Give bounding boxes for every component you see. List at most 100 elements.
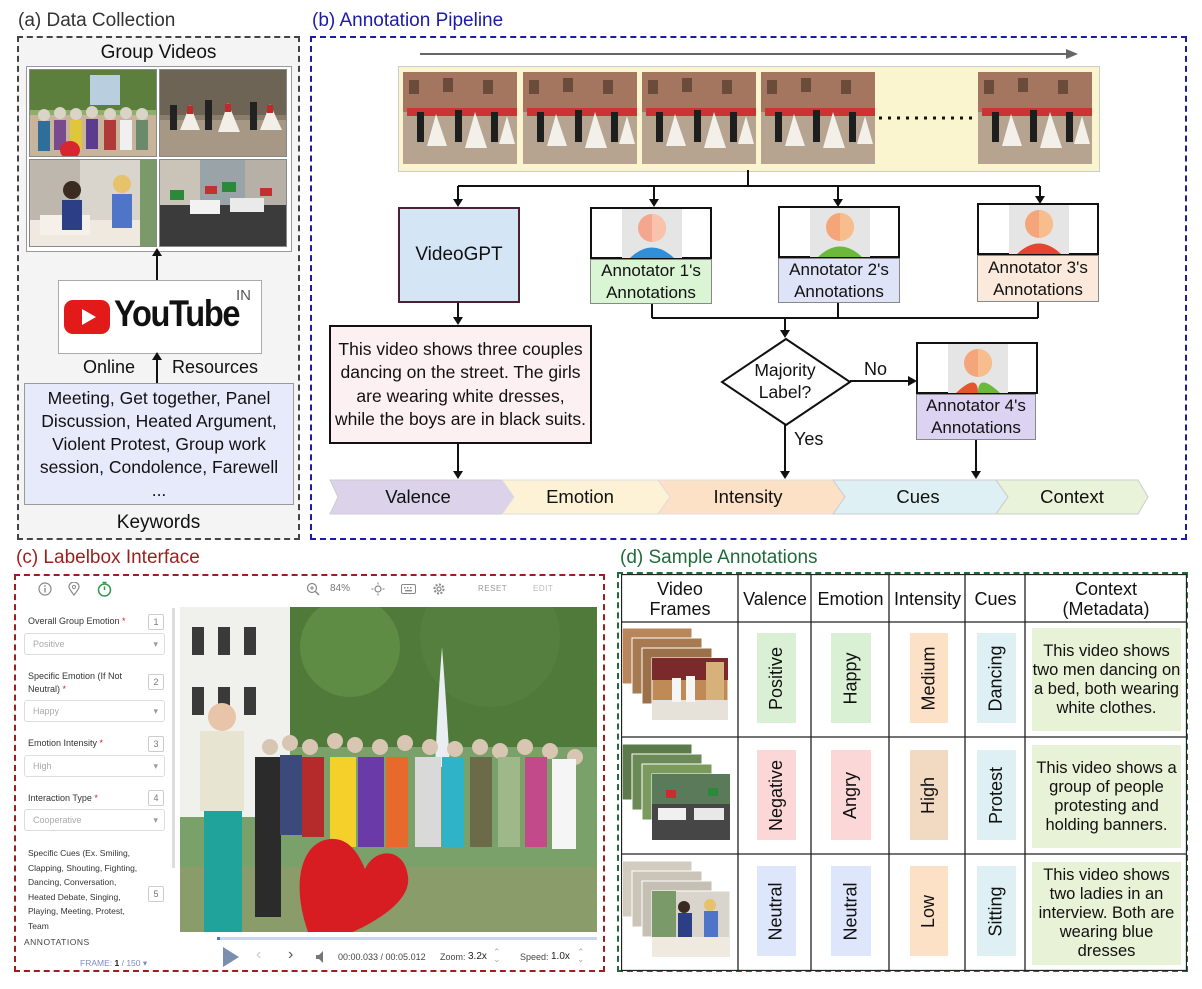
specific-emotion-select[interactable]: Happy ▾ — [24, 700, 165, 722]
panel-labelbox — [14, 574, 605, 972]
settings-gear-icon[interactable] — [432, 582, 446, 596]
select-value: Cooperative — [33, 815, 82, 825]
zoom-percent: 84% — [330, 583, 351, 594]
section-title-b: (b) Annotation Pipeline — [312, 10, 504, 31]
info-icon[interactable] — [38, 582, 52, 596]
edit-button[interactable]: EDIT — [533, 584, 554, 593]
chevron-down-icon[interactable]: ▾ — [142, 958, 148, 968]
field-label: Emotion Intensity * — [28, 738, 103, 748]
section-title-d: (d) Sample Annotations — [620, 547, 818, 568]
tag-text: Sitting — [986, 885, 1006, 937]
brightness-icon[interactable] — [371, 582, 385, 596]
tag-text: Neutral — [840, 881, 861, 941]
output-intensity: Intensity — [660, 480, 836, 514]
time-readout: 00:00.033 / 00:05.012 — [338, 952, 426, 962]
annotator-3-label-box: Annotator 3's Annotations — [977, 255, 1099, 302]
online-label: Online — [83, 357, 136, 377]
header-text: Cues — [974, 589, 1017, 609]
required-marker: * — [91, 793, 98, 803]
resources-label: Resources — [172, 357, 259, 377]
annotator-2-avatar-icon — [810, 208, 870, 257]
select-value: Happy — [33, 706, 60, 716]
youtube-region: IN — [236, 287, 251, 304]
zoom-label: Zoom: — [440, 952, 466, 962]
zoom-value[interactable]: 3.2x — [468, 951, 487, 962]
keywords-box: Meeting, Get together, Panel Discussion,… — [24, 383, 294, 505]
row2-intensity-tag: High — [910, 750, 948, 840]
overall-group-emotion-select[interactable]: Positive▾ — [24, 633, 165, 655]
chevron-down-icon: ▾ — [153, 761, 158, 771]
zoom-stepper-icon[interactable]: ⌃⌄ — [493, 947, 501, 964]
arrow-youtube-to-videos — [152, 248, 162, 280]
group-video-thumbnail — [29, 69, 157, 157]
youtube-wordmark: YouTube — [114, 293, 241, 334]
group-video-thumbnail — [159, 159, 287, 247]
speed-stepper-icon[interactable]: ⌃⌄ — [577, 947, 585, 964]
play-icon[interactable] — [222, 946, 240, 968]
location-pin-icon[interactable] — [68, 582, 80, 596]
required-marker: * — [119, 616, 126, 626]
field-label-text: Specific Emotion (If Not Neutral) — [28, 671, 123, 694]
row1-emotion-tag: Happy — [831, 633, 871, 723]
tag-text: Medium — [918, 645, 939, 711]
context-text: This video shows a group of people prote… — [1036, 758, 1177, 834]
keyboard-icon[interactable] — [401, 584, 416, 594]
col-header-context: Context (Metadata) — [1026, 576, 1186, 622]
chevron-down-icon: ▾ — [153, 706, 158, 716]
field-label: Interaction Type * — [28, 793, 98, 803]
next-frame-icon[interactable]: › — [288, 946, 294, 963]
arrow-keywords-to-youtube — [152, 352, 162, 384]
annotator-1-label-box: Annotator 1's Annotations — [590, 259, 712, 304]
yes-label: Yes — [794, 429, 824, 449]
col-header-video-frames: Video Frames — [622, 576, 738, 622]
annotator-4-label: Annotator 4's Annotations — [926, 396, 1026, 437]
chevron-down-icon: ▾ — [153, 815, 158, 825]
output-emotion-label: Emotion — [546, 486, 614, 507]
annotations-tab[interactable]: ANNOTATIONS — [24, 937, 90, 947]
tag-text: Positive — [766, 646, 786, 710]
panel-annotation-pipeline — [310, 36, 1187, 540]
frame-sequence — [403, 72, 1092, 164]
zoom-icon[interactable] — [306, 582, 320, 596]
col-header-intensity: Intensity — [890, 576, 965, 622]
select-value: High — [33, 761, 52, 771]
header-text: Video Frames — [649, 579, 711, 619]
annotator-3-label: Annotator 3's Annotations — [988, 257, 1088, 299]
interaction-type-select[interactable]: Cooperative ▾ — [24, 809, 165, 831]
section-title-c: (c) Labelbox Interface — [16, 547, 200, 568]
required-marker: * — [60, 684, 67, 694]
tag-text: Dancing — [986, 644, 1007, 712]
prev-frame-icon[interactable]: ‹ — [256, 946, 262, 963]
speed-value[interactable]: 1.0x — [551, 951, 570, 962]
group-video-thumbnail — [29, 159, 157, 247]
emotion-intensity-select[interactable]: High ▾ — [24, 755, 165, 777]
field-label-text: Interaction Type — [28, 793, 92, 803]
keywords-label: Keywords — [116, 512, 201, 533]
group-video-thumbnail — [159, 69, 287, 157]
volume-icon[interactable] — [315, 950, 329, 964]
field-number: 3 — [148, 736, 164, 752]
header-text: Valence — [743, 589, 807, 609]
form-scrollbar[interactable] — [172, 608, 175, 868]
row1-valence-tag: Positive — [757, 633, 796, 723]
no-label: No — [864, 359, 888, 379]
frame-total: / 150 — [121, 958, 141, 968]
row2-cues-tag: Protest — [977, 750, 1016, 840]
timer-icon[interactable] — [97, 581, 112, 597]
reset-button[interactable]: RESET — [478, 584, 508, 593]
row1-cues-tag: Dancing — [977, 633, 1016, 723]
tag-text: Negative — [766, 759, 787, 831]
video-progress-track[interactable] — [217, 937, 597, 940]
youtube-play-triangle-icon — [82, 309, 96, 325]
row3-context: This video shows two ladies in an interv… — [1032, 862, 1181, 965]
field-number: 2 — [148, 674, 164, 690]
row3-emotion-tag: Neutral — [831, 866, 871, 956]
row1-intensity-tag: Medium — [910, 633, 948, 723]
pipeline-connectors — [453, 170, 1045, 479]
majority-text: Majority Label? — [754, 360, 816, 402]
frame-current: 1 — [114, 958, 120, 968]
tag-text: Neutral — [766, 881, 786, 941]
video-frame[interactable] — [180, 607, 597, 932]
annotator-1-avatar-icon — [622, 209, 682, 258]
tag-text: Angry — [840, 771, 861, 819]
